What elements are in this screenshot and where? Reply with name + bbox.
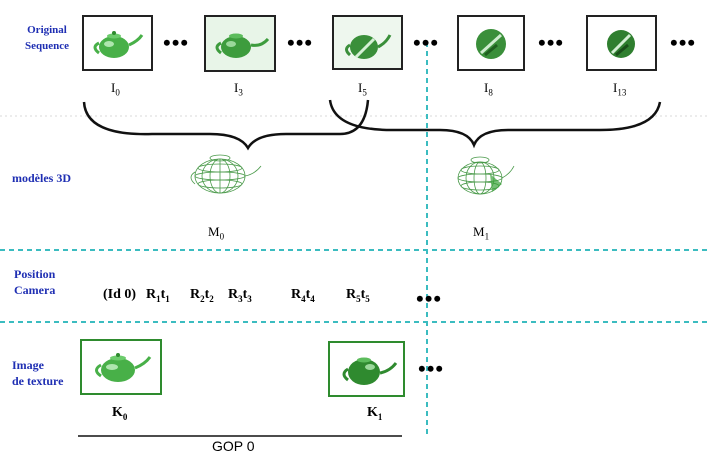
ellipsis-5: •••: [670, 30, 697, 55]
teapot-image: [342, 357, 398, 385]
keyframe-label-0: K0: [112, 405, 128, 422]
wireframe-model-0: [190, 154, 262, 194]
frame-8: [457, 15, 525, 71]
camera-pose-5: R5t5: [346, 287, 370, 304]
row-label-texture-image: Image de texture: [12, 358, 64, 388]
ellipsis-4: •••: [538, 30, 565, 55]
frame-5: [332, 15, 403, 70]
row-label-position-camera: Position Camera: [14, 267, 56, 297]
brace-model-1: [328, 99, 662, 149]
model-label-1: M1: [473, 224, 490, 242]
frame-label-8: I8: [484, 80, 493, 98]
camera-id: (Id 0): [103, 287, 137, 302]
teapot-image: [476, 29, 506, 59]
ellipsis-3: •••: [413, 30, 440, 55]
model-label-0: M0: [208, 224, 225, 242]
wireframe-model-1: [457, 156, 515, 195]
frame-0: [82, 15, 153, 71]
gop-label: GOP 0: [212, 438, 255, 454]
row-label-original-sequence: Original Sequence: [25, 24, 69, 52]
frame-label-3: I3: [234, 80, 243, 98]
frame-label-5: I5: [358, 80, 367, 98]
keyframe-label-1: K1: [367, 405, 383, 422]
ellipsis-texture: •••: [418, 356, 445, 381]
camera-pose-3: R3t3: [228, 287, 252, 304]
teapot-image: [93, 31, 144, 58]
frame-label-13: I13: [613, 80, 627, 98]
teapot-image: [206, 17, 274, 70]
brace-model-0: [82, 99, 370, 151]
camera-pose-4: R4t4: [291, 287, 315, 304]
frame-label-0: I0: [111, 80, 120, 98]
teapot-image: [334, 17, 401, 68]
ellipsis-1: •••: [163, 30, 190, 55]
texture-frame-0: [80, 339, 162, 395]
ellipsis-2: •••: [287, 30, 314, 55]
teapot-image: [607, 30, 635, 58]
frame-3: [204, 15, 276, 72]
frame-13: [586, 15, 657, 71]
teapot-image: [95, 353, 152, 382]
texture-frame-1: [328, 341, 405, 397]
ellipsis-camera: •••: [416, 286, 443, 311]
row-label-models-3d: modèles 3D: [12, 171, 71, 185]
camera-pose-1: R1t1: [146, 287, 170, 304]
camera-pose-2: R2t2: [190, 287, 214, 304]
